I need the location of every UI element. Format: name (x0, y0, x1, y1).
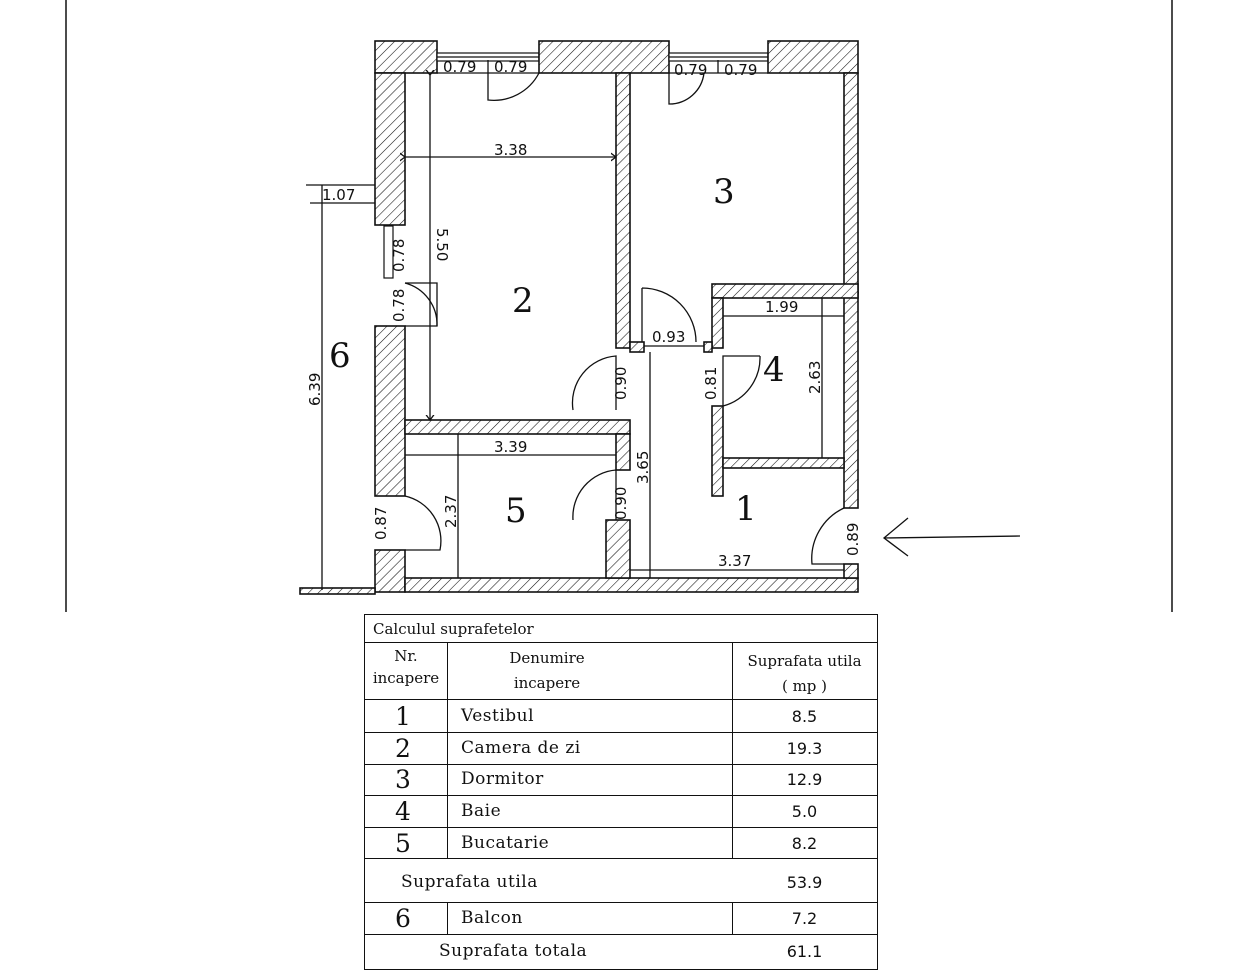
dim-win2-left: 0.79 (443, 58, 476, 76)
row-name: Balcon (461, 908, 523, 928)
room-label-1: 1 (735, 489, 757, 529)
useful-area-label: Suprafata utila (401, 872, 538, 892)
dim-bath-door: 0.81 (702, 367, 720, 400)
row-nr: 2 (395, 733, 411, 763)
dim-room4-height: 2.63 (806, 361, 824, 394)
floor-plan: 0.79 0.79 0.79 0.79 3.38 5.50 1.07 6.39 … (65, 0, 1173, 612)
header-nr-line2: incapere (372, 669, 440, 687)
dim-side-window-bottom: 0.78 (390, 289, 408, 322)
row-area: 19.3 (786, 738, 823, 758)
header-name-line1: Denumire (509, 649, 585, 667)
row-name: Camera de zi (461, 738, 581, 758)
dim-side-window-top: 0.78 (390, 239, 408, 272)
row-area: 12.9 (786, 769, 823, 789)
row-area: 5.0 (791, 801, 818, 821)
dim-entry-door: 0.89 (844, 523, 862, 556)
header-nr-line1: Nr. (394, 647, 418, 665)
room-label-6: 6 (329, 336, 351, 376)
dim-room2-height: 5.50 (433, 228, 451, 261)
area-calculation-table: Calculul suprafetelor Nr. incapere Denum… (364, 614, 878, 970)
room-label-4: 4 (763, 350, 785, 390)
row-nr: 4 (395, 796, 411, 826)
dim-hall-height: 3.65 (634, 451, 652, 484)
row-name: Dormitor (461, 769, 544, 789)
row-nr: 1 (395, 701, 411, 731)
walls (299, 40, 859, 595)
dim-balcony-height: 6.39 (306, 373, 324, 406)
row-area: 7.2 (791, 908, 818, 928)
useful-area-value: 53.9 (786, 872, 823, 892)
dim-bath-door-width: 0.93 (652, 328, 685, 346)
row-nr: 5 (395, 828, 411, 858)
row-area: 8.2 (791, 833, 818, 853)
row-name: Vestibul (461, 706, 535, 726)
header-name-line2: incapere (513, 674, 581, 692)
table-title: Calculul suprafetelor (373, 619, 534, 638)
entry-arrow-icon (882, 517, 1021, 557)
dim-door5: 0.90 (612, 487, 630, 520)
dim-balcony-door5: 0.87 (372, 507, 390, 540)
total-area-value: 61.1 (786, 941, 823, 961)
row-nr: 6 (395, 903, 411, 933)
dim-win2-right: 0.79 (494, 58, 527, 76)
dim-door2: 0.90 (612, 367, 630, 400)
dimension-lines (306, 60, 844, 590)
room-label-5: 5 (505, 491, 527, 531)
dim-room5-width: 3.39 (494, 438, 527, 456)
room-label-3: 3 (713, 172, 735, 212)
header-area-line1: Suprafata utila (747, 652, 862, 670)
dim-room4-width: 1.99 (765, 298, 798, 316)
dim-room5-height: 2.37 (442, 495, 460, 528)
dim-balcony-width: 1.07 (322, 186, 355, 204)
row-name: Bucatarie (461, 833, 550, 853)
dim-hall-width: 3.37 (718, 552, 751, 570)
dim-win3-right: 0.79 (724, 61, 757, 79)
dim-win3-left: 0.79 (674, 61, 707, 79)
dim-room2-width: 3.38 (494, 141, 527, 159)
row-nr: 3 (395, 764, 411, 794)
header-area-line2: ( mp ) (781, 677, 828, 695)
total-area-label: Suprafata totala (439, 941, 588, 961)
doors (404, 72, 845, 565)
row-area: 8.5 (791, 706, 818, 726)
row-name: Baie (461, 801, 502, 821)
room-label-2: 2 (512, 281, 534, 321)
